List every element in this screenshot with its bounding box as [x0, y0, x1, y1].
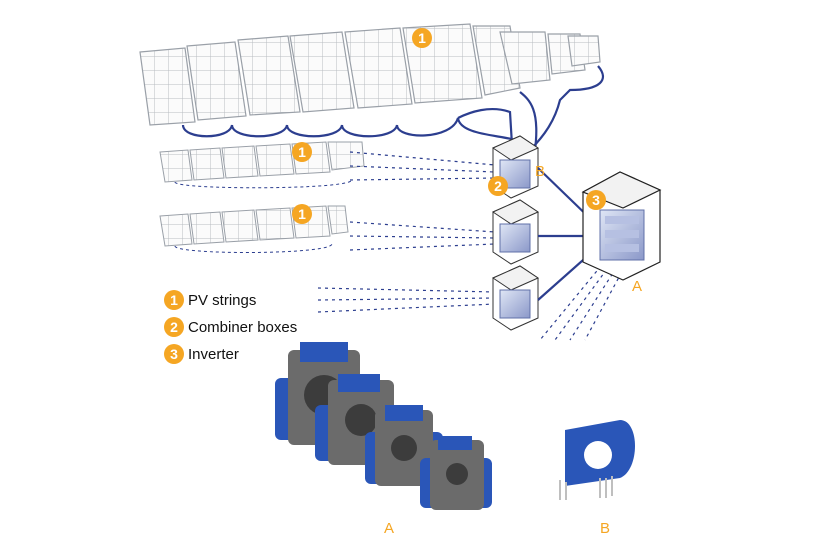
sensors-letter: A	[384, 520, 395, 537]
legend-item-combiner-boxes: 2 Combiner boxes	[164, 315, 297, 339]
current-sensor-pcb	[559, 420, 635, 500]
pv-marker-middle: 1	[292, 142, 312, 162]
legend-badge: 1	[164, 290, 184, 310]
legend-label: Inverter	[188, 345, 239, 363]
legend-item-pv-strings: 1 PV strings	[164, 288, 256, 312]
legend-badge: 3	[164, 344, 184, 364]
legend-item-inverter: 3 Inverter	[164, 342, 239, 366]
inverter-marker: 3	[586, 190, 606, 210]
wiring-top	[181, 65, 604, 151]
pv-marker-lower: 1	[292, 204, 312, 224]
legend-badge: 2	[164, 317, 184, 337]
pv-array-top	[139, 23, 601, 126]
combiner-letter: B	[535, 163, 546, 180]
current-sensor-small	[365, 405, 443, 486]
pv-array-lower	[159, 205, 349, 247]
pv-array-middle	[159, 141, 365, 183]
sensor-pcb-letter: B	[600, 520, 611, 537]
legend-label: Combiner boxes	[188, 318, 298, 336]
inverter-cabinet	[581, 171, 662, 281]
wiring-lower	[174, 243, 333, 253]
current-sensor-smallest	[420, 436, 492, 510]
legend-label: PV strings	[188, 291, 257, 309]
combiner-box-2	[491, 199, 540, 265]
dashed-feeders	[317, 151, 626, 341]
pv-marker-top: 1	[412, 28, 432, 48]
combiner-marker: 2	[488, 176, 508, 196]
inverter-letter: A	[632, 278, 643, 295]
combiner-box-3	[491, 265, 540, 331]
wiring-middle	[174, 179, 353, 189]
